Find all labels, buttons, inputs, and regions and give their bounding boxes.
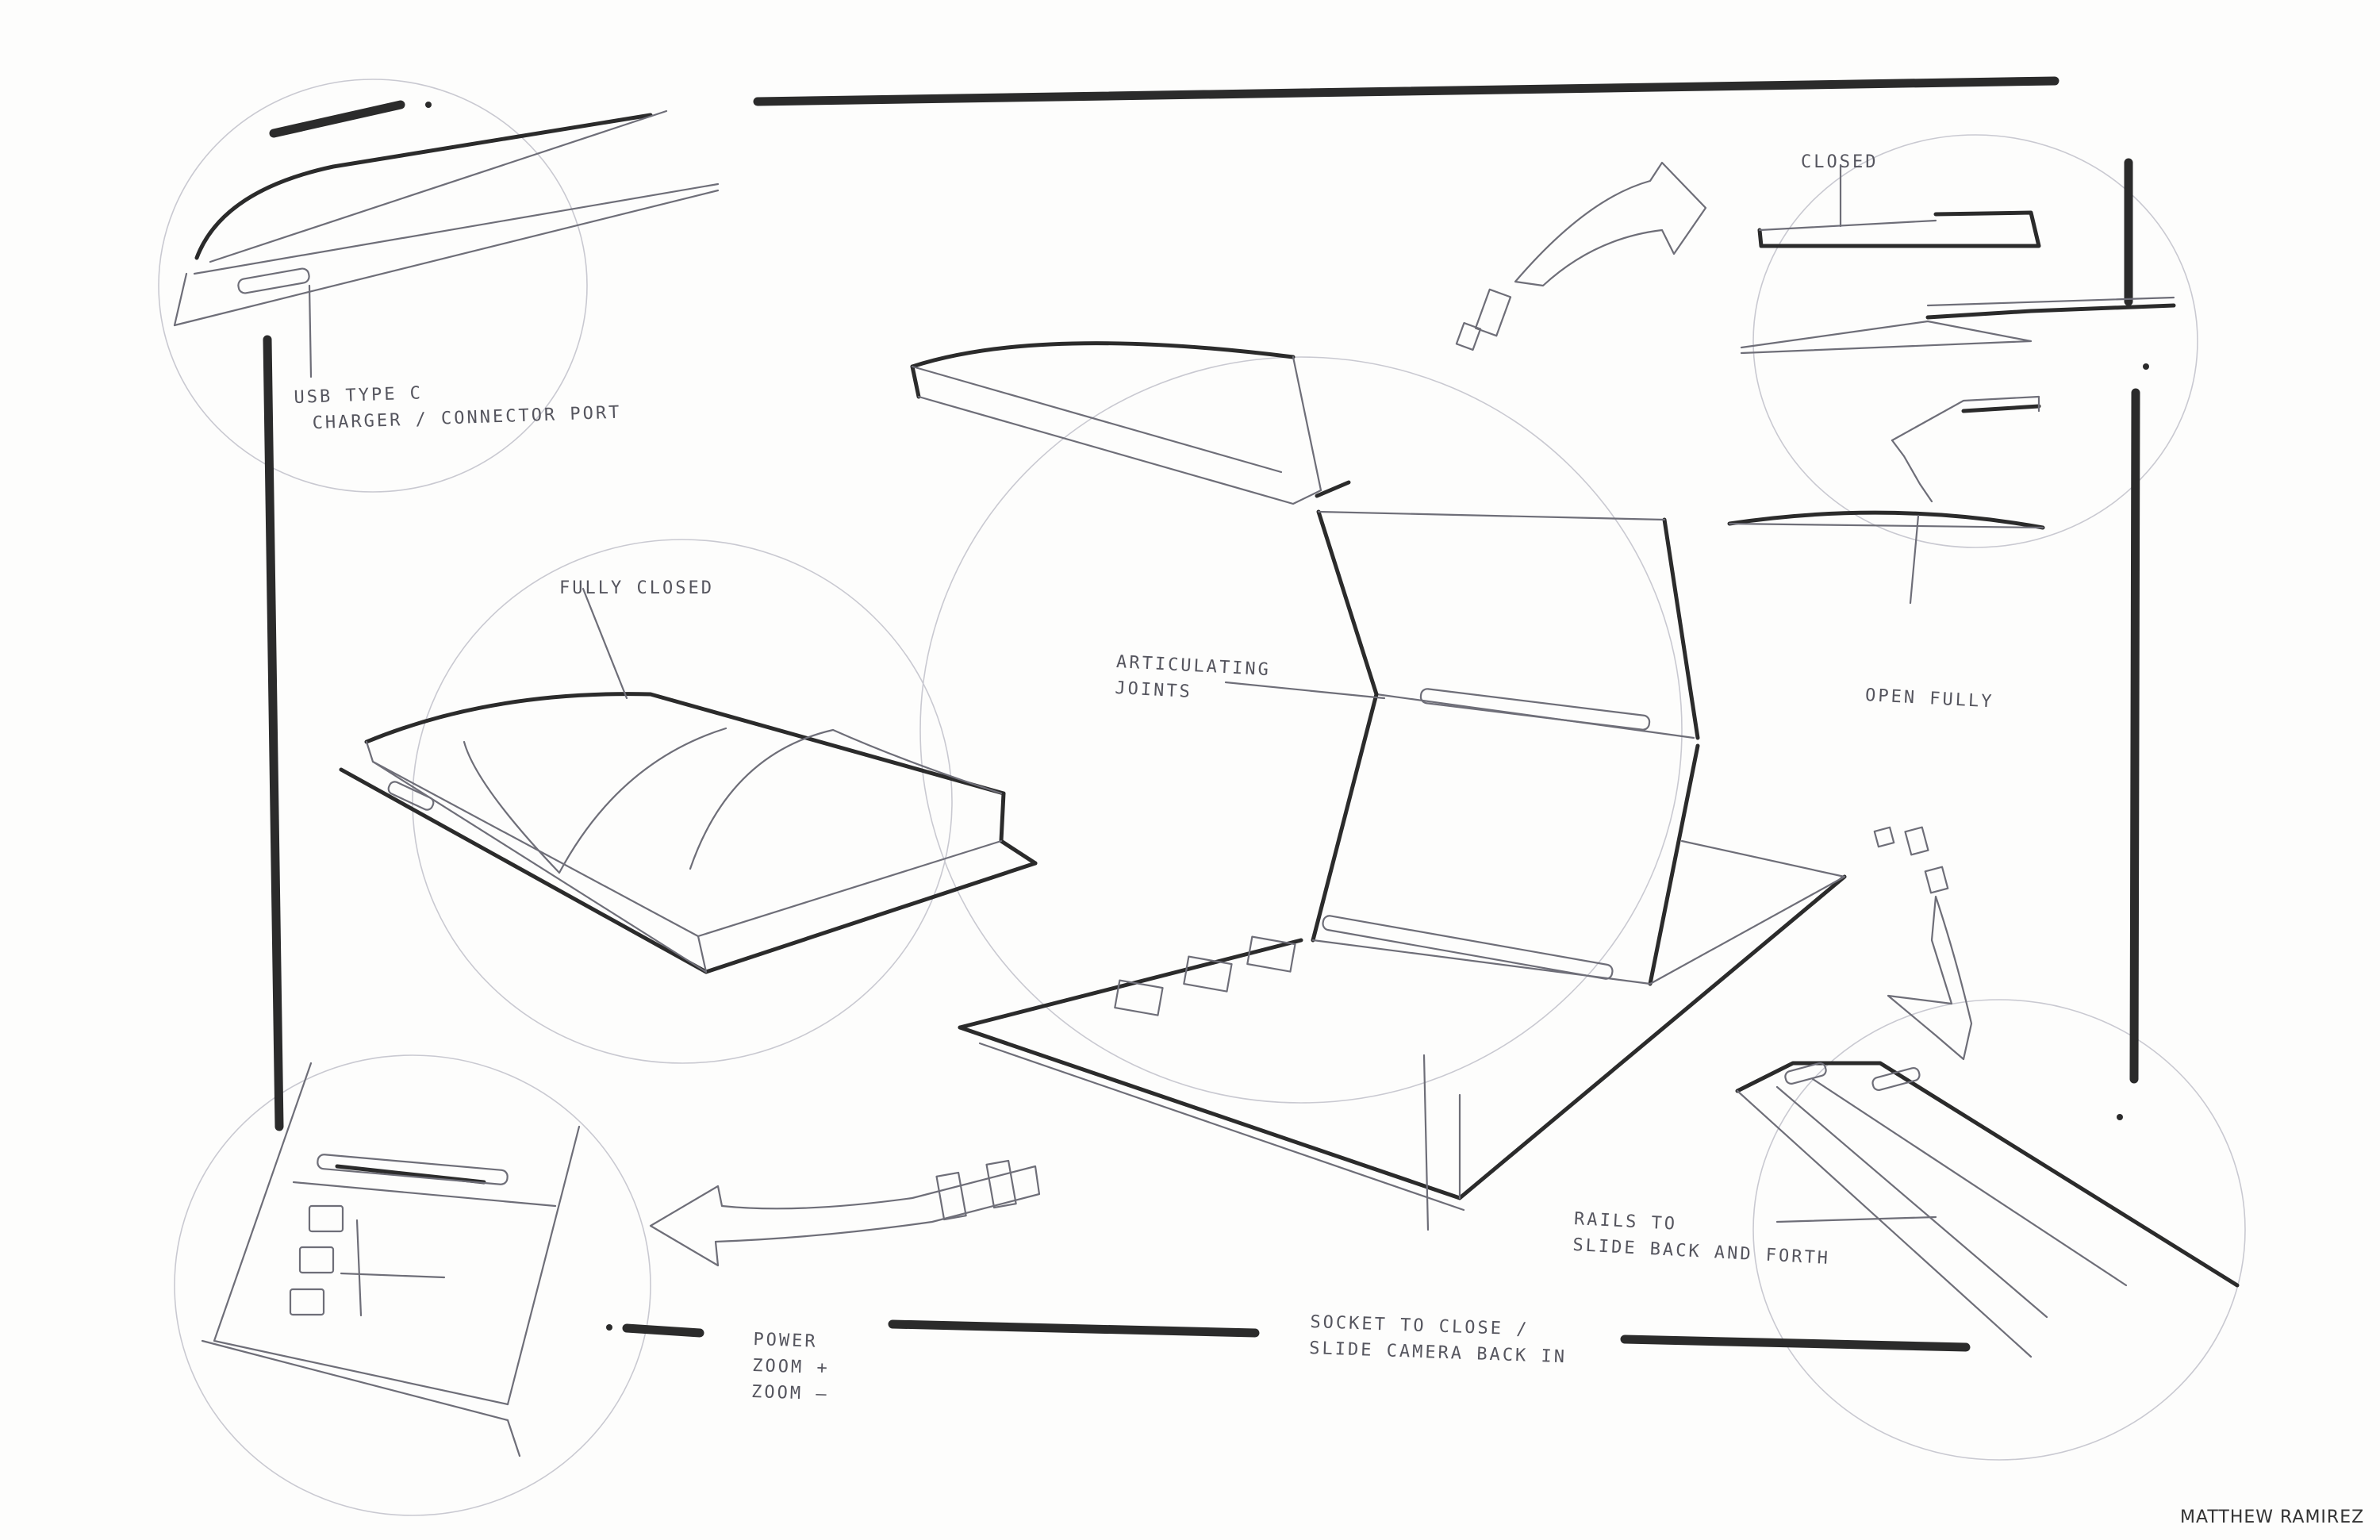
fully-closed-label: FULLY CLOSED [559, 578, 714, 598]
process-arrows [649, 161, 1973, 1267]
buttons-note-zoom-out: ZOOM – [750, 1381, 829, 1405]
closed-label: CLOSED [1801, 152, 1879, 172]
articulating-joints-note: ARTICULATING JOINTS [1115, 649, 1272, 709]
main-device-open-view [910, 341, 1847, 1231]
buttons-note-zoom-in: ZOOM + [751, 1355, 831, 1379]
socket-note: SOCKET TO CLOSE / SLIDE CAMERA BACK IN [1309, 1309, 1568, 1370]
usb-port-detail-view [173, 109, 720, 378]
buttons-note: POWER ZOOM + ZOOM – [751, 1327, 831, 1408]
construction-circles [158, 79, 2246, 1516]
designer-signature: MATTHEW RAMIREZ [2180, 1507, 2365, 1527]
button-panel-detail-view [201, 1062, 581, 1457]
frame-bars [263, 76, 2149, 1352]
fully-closed-view [339, 587, 1038, 974]
rail-detail-view [1735, 1061, 2240, 1358]
buttons-note-power: POWER [752, 1329, 819, 1352]
closing-sequence-views [1727, 163, 2176, 605]
